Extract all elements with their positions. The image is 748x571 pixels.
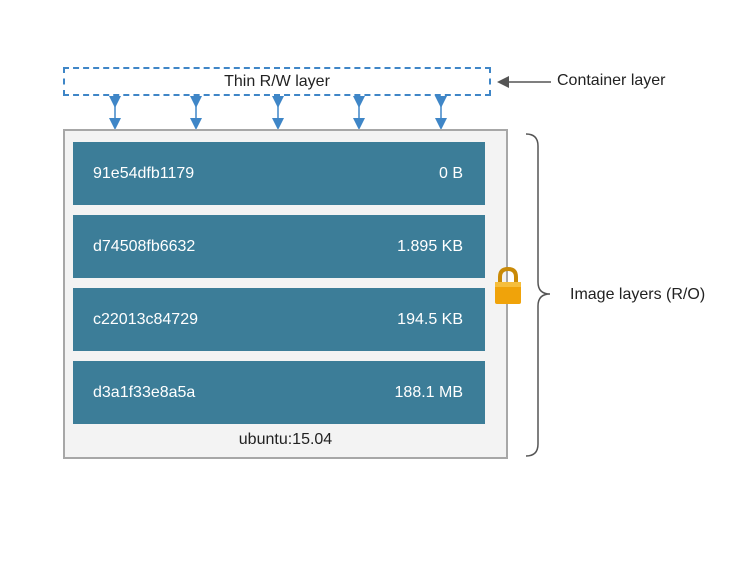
layer-size: 194.5 KB <box>397 310 463 328</box>
base-image-label: ubuntu:15.04 <box>238 431 333 448</box>
layer-id: 91e54dfb1179 <box>93 164 195 182</box>
layer-id: c22013c84729 <box>93 310 198 328</box>
layer-id: d74508fb6632 <box>93 237 196 255</box>
layer-size: 188.1 MB <box>394 383 463 401</box>
thin-rw-layer: Thin R/W layer <box>63 67 491 96</box>
rw-arrows <box>109 96 447 130</box>
thin-rw-layer-label: Thin R/W layer <box>224 72 330 90</box>
lock-icon <box>495 266 521 304</box>
image-layer: c22013c84729 194.5 KB <box>73 288 485 351</box>
layer-id: d3a1f33e8a5a <box>93 383 196 401</box>
layer-size: 1.895 KB <box>397 237 463 255</box>
layer-size: 0 B <box>438 164 463 182</box>
image-layer: d3a1f33e8a5a 188.1 MB <box>73 361 485 424</box>
image-layer: 91e54dfb1179 0 B <box>73 142 485 205</box>
container-layer-label: Container layer <box>557 72 666 89</box>
image-layer: d74508fb6632 1.895 KB <box>73 215 485 278</box>
image-layers-brace <box>525 133 551 457</box>
image-layers-label: Image layers (R/O) <box>570 286 706 303</box>
